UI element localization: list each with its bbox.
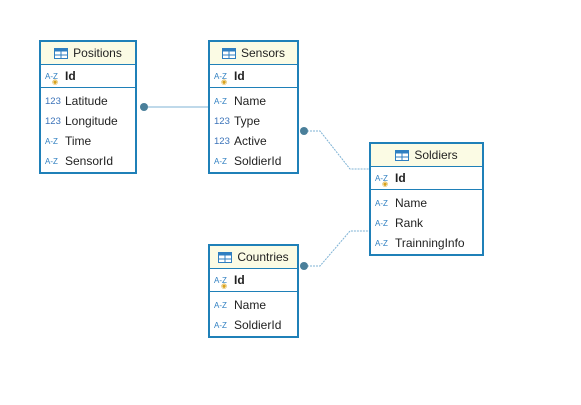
entity-title: Sensors xyxy=(240,46,286,60)
column-row[interactable]: A-Z SoldierId xyxy=(210,315,297,335)
text-type-icon: A-Z xyxy=(375,218,388,228)
entity-header: Countries xyxy=(210,246,297,269)
column-name: SoldierId xyxy=(234,154,282,168)
numeric-type-icon: 123 xyxy=(45,95,61,107)
column-row[interactable]: A-Z Name xyxy=(210,295,297,315)
entity-countries[interactable]: Countries A-Z◉ Id A-Z Name A-Z SoldierId xyxy=(208,244,299,338)
text-type-icon: A-Z xyxy=(214,320,227,330)
entity-soldiers[interactable]: Soldiers A-Z◉ Id A-Z Name A-Z Rank A-Z Trai… xyxy=(369,142,484,256)
text-type-icon: A-Z xyxy=(45,136,58,146)
column-row[interactable]: A-Z SoldierId xyxy=(210,151,297,171)
column-name: Id xyxy=(395,171,406,185)
column-name: Id xyxy=(234,69,245,83)
relationship-positions-sensors[interactable] xyxy=(140,103,209,111)
connector-endpoint xyxy=(300,262,308,270)
text-type-icon: A-Z xyxy=(375,198,388,208)
connector-endpoint xyxy=(140,103,148,111)
text-type-icon: A-Z xyxy=(214,96,227,106)
column-row[interactable]: 123 Longitude xyxy=(41,111,135,131)
column-name: Id xyxy=(65,69,76,83)
column-row[interactable]: A-Z Rank xyxy=(371,213,482,233)
relationship-countries-soldiers[interactable] xyxy=(300,230,371,270)
column-row[interactable]: A-Z TrainningInfo xyxy=(371,233,482,253)
column-row[interactable]: 123 Type xyxy=(210,111,297,131)
column-name: SoldierId xyxy=(234,318,282,332)
text-type-icon: A-Z xyxy=(214,156,227,166)
column-name: Type xyxy=(234,114,261,128)
column-row[interactable]: 123 Active xyxy=(210,131,297,151)
column-row-pk[interactable]: A-Z◉ Id xyxy=(41,66,135,86)
column-name: Active xyxy=(234,134,267,148)
column-name: Name xyxy=(234,298,267,312)
numeric-type-icon: 123 xyxy=(214,135,230,147)
column-row-pk[interactable]: A-Z◉ Id xyxy=(371,168,482,188)
table-icon xyxy=(218,251,233,263)
numeric-type-icon: 123 xyxy=(214,115,230,127)
connector-endpoint xyxy=(300,127,308,135)
numeric-type-icon: 123 xyxy=(45,115,61,127)
column-name: SensorId xyxy=(65,154,114,168)
column-name: Name xyxy=(234,94,267,108)
column-row[interactable]: A-Z Name xyxy=(210,91,297,111)
entity-header: Positions xyxy=(41,42,135,65)
table-icon xyxy=(395,149,410,161)
text-type-icon: A-Z xyxy=(375,238,388,248)
column-row[interactable]: A-Z Time xyxy=(41,131,135,151)
column-name: Longitude xyxy=(65,114,118,128)
text-type-icon: A-Z xyxy=(214,300,227,310)
relationship-sensors-soldiers[interactable] xyxy=(300,127,371,170)
text-type-icon: A-Z xyxy=(45,156,58,166)
column-name: Latitude xyxy=(65,94,108,108)
column-name: TrainningInfo xyxy=(395,236,465,250)
column-name: Name xyxy=(395,196,428,210)
column-name: Id xyxy=(234,273,245,287)
entity-header: Sensors xyxy=(210,42,297,65)
entity-title: Positions xyxy=(73,46,122,60)
entity-header: Soldiers xyxy=(371,144,482,167)
table-icon xyxy=(221,47,236,59)
text-key-icon: A-Z◉ xyxy=(214,71,228,86)
column-row[interactable]: A-Z Name xyxy=(371,193,482,213)
column-row-pk[interactable]: A-Z◉ Id xyxy=(210,270,297,290)
text-key-icon: A-Z◉ xyxy=(45,71,59,86)
text-key-icon: A-Z◉ xyxy=(214,275,228,290)
table-icon xyxy=(54,47,69,59)
column-name: Time xyxy=(65,134,92,148)
column-row[interactable]: A-Z SensorId xyxy=(41,151,135,171)
entity-title: Countries xyxy=(237,250,289,264)
text-key-icon: A-Z◉ xyxy=(375,173,389,188)
column-name: Rank xyxy=(395,216,424,230)
column-row-pk[interactable]: A-Z◉ Id xyxy=(210,66,297,86)
entity-title: Soldiers xyxy=(414,148,458,162)
column-row[interactable]: 123 Latitude xyxy=(41,91,135,111)
